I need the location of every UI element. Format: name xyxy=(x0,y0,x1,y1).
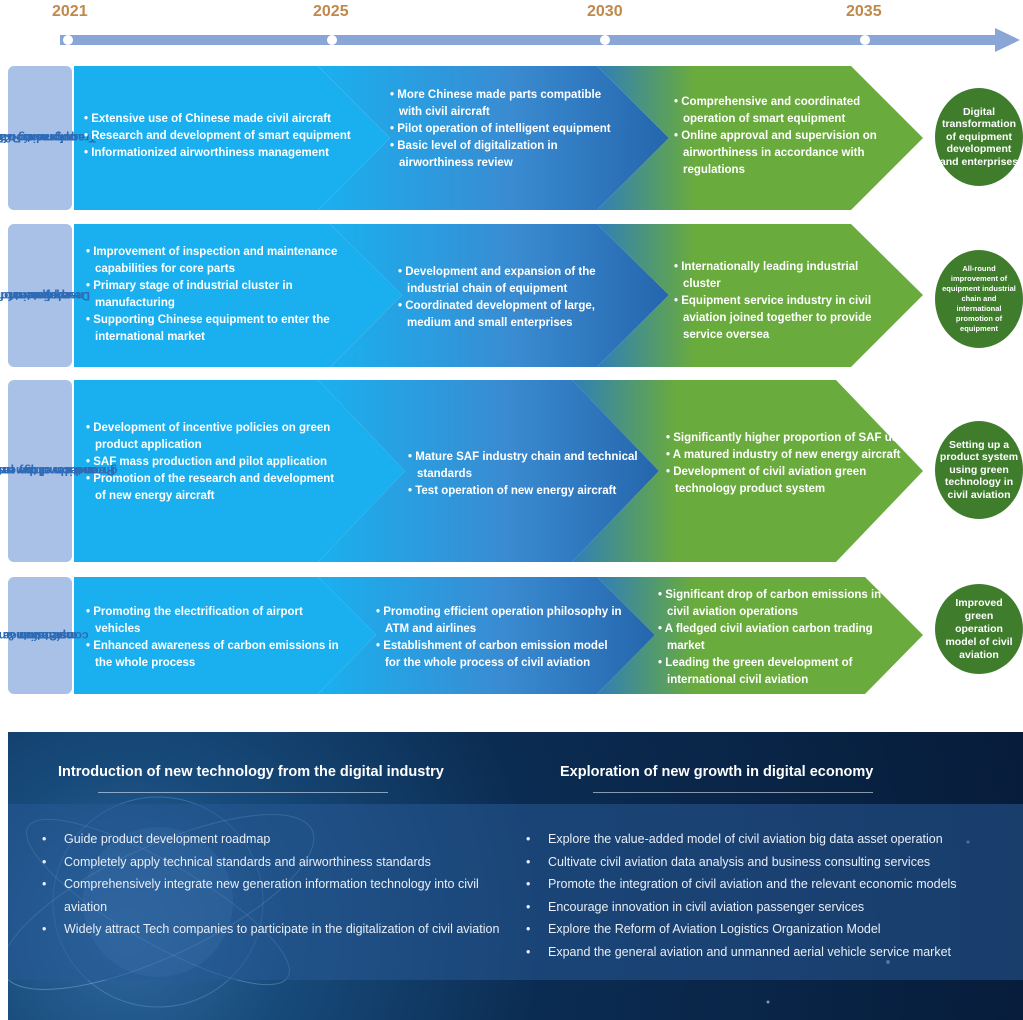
list-item: Encourage innovation in civil aviation p… xyxy=(526,896,1021,919)
list-item: Promoting the electrification of airport… xyxy=(86,604,351,638)
list-item: Test operation of new energy aircraft xyxy=(408,483,638,500)
list-item: Mature SAF industry chain and technical … xyxy=(408,449,638,483)
year-label-2030: 2030 xyxy=(587,3,623,20)
right-panel-title: Exploration of new growth in digital eco… xyxy=(560,764,874,780)
list-item: Guide product development roadmap xyxy=(42,828,502,851)
list-item: Improvement of inspection and maintenanc… xyxy=(86,244,341,278)
list-item: Promote the integration of civil aviatio… xyxy=(526,873,1021,896)
list-item: Widely attract Tech companies to partici… xyxy=(42,918,502,941)
goal-circle-equipment-industrial-chain: All-round improvement of equipment indus… xyxy=(935,250,1023,348)
timeline-marker-2030 xyxy=(600,35,610,45)
row-label-equipment-rd: Transformation andupgrading ofequipment … xyxy=(0,66,96,210)
left-panel-list: Guide product development roadmap Comple… xyxy=(42,828,502,941)
list-item: SAF mass production and pilot applicatio… xyxy=(86,454,346,471)
list-item: Establishment of carbon emission model f… xyxy=(376,638,626,672)
list-item: Comprehensive and coordinated operation … xyxy=(674,94,889,128)
list-item: Promoting efficient operation philosophy… xyxy=(376,604,626,638)
list-item: A fledged civil aviation carbon trading … xyxy=(658,621,893,655)
row1-stage2-text: More Chinese made parts compatible with … xyxy=(390,87,620,172)
list-item: Promotion of the research and developmen… xyxy=(86,471,346,505)
left-panel-title: Introduction of new technology from the … xyxy=(58,764,444,780)
list-item: Comprehensively integrate new generation… xyxy=(42,873,502,918)
row1-stage3-text: Comprehensive and coordinated operation … xyxy=(674,94,889,179)
list-item: Pilot operation of intelligent equipment xyxy=(390,121,620,138)
list-item: Research and development of smart equipm… xyxy=(84,128,354,145)
timeline-arrowhead xyxy=(995,28,1020,52)
list-item: Significantly higher proportion of SAF u… xyxy=(666,430,921,447)
goal-circle-green-operation-model: Improved green operation model of civil … xyxy=(935,584,1023,674)
list-item: Development of incentive policies on gre… xyxy=(86,420,346,454)
row3-stage1-text: Development of incentive policies on gre… xyxy=(86,420,346,505)
timeline-marker-2035 xyxy=(860,35,870,45)
list-item: A matured industry of new energy aircraf… xyxy=(666,447,921,464)
list-item: Expand the general aviation and unmanned… xyxy=(526,941,1021,964)
year-label-2021: 2021 xyxy=(52,3,88,20)
goal-circle-digital-transformation: Digital transformation of equipment deve… xyxy=(935,88,1023,186)
list-item: Equipment service industry in civil avia… xyxy=(674,293,879,344)
digital-economy-panel: Introduction of new technology from the … xyxy=(8,732,1023,1020)
list-item: Supporting Chinese equipment to enter th… xyxy=(86,312,341,346)
list-item: Cultivate civil aviation data analysis a… xyxy=(526,851,1021,874)
left-title-divider xyxy=(98,792,388,793)
list-item: Completely apply technical standards and… xyxy=(42,851,502,874)
year-label-2025: 2025 xyxy=(313,3,349,20)
list-item: Development and expansion of the industr… xyxy=(398,264,613,298)
list-item: Leading the green development of interna… xyxy=(658,655,893,689)
list-item: Primary stage of industrial cluster in m… xyxy=(86,278,341,312)
row3-stage3-text: Significantly higher proportion of SAF u… xyxy=(666,430,921,498)
row-label-equipment-application: Development of anew system forequipmenta… xyxy=(0,224,90,367)
list-item: Explore the value-added model of civil a… xyxy=(526,828,1021,851)
row2-stage2-text: Development and expansion of the industr… xyxy=(398,264,613,332)
row4-stage1-text: Promoting the electrification of airport… xyxy=(86,604,351,672)
row4-stage3-text: Significant drop of carbon emissions in … xyxy=(658,587,893,689)
list-item: More Chinese made parts compatible with … xyxy=(390,87,620,121)
list-item: Extensive use of Chinese made civil airc… xyxy=(84,111,354,128)
list-item: Explore the Reform of Aviation Logistics… xyxy=(526,918,1021,941)
right-title-divider xyxy=(593,792,873,793)
goal-circle-green-product-system: Setting up a product system using green … xyxy=(935,421,1023,519)
row3-stage2-text: Mature SAF industry chain and technical … xyxy=(408,449,638,500)
row2-stage3-text: Internationally leading industrial clust… xyxy=(674,259,879,344)
list-item: Internationally leading industrial clust… xyxy=(674,259,879,293)
timeline-bar xyxy=(60,35,1000,45)
list-item: Coordinated development of large, medium… xyxy=(398,298,613,332)
list-item: Development of civil aviation green tech… xyxy=(666,464,921,498)
list-item: Enhanced awareness of carbon emissions i… xyxy=(86,638,351,672)
timeline xyxy=(60,28,1020,52)
row1-stage1-text: Extensive use of Chinese made civil airc… xyxy=(84,111,354,162)
row4-stage2-text: Promoting efficient operation philosophy… xyxy=(376,604,626,672)
timeline-marker-2025 xyxy=(327,35,337,45)
timeline-marker-2021 xyxy=(63,35,73,45)
list-item: Basic level of digitalization in airwort… xyxy=(390,138,620,172)
row2-stage1-text: Improvement of inspection and maintenanc… xyxy=(86,244,341,346)
year-label-2035: 2035 xyxy=(846,3,882,20)
right-panel-list: Explore the value-added model of civil a… xyxy=(526,828,1021,963)
list-item: Online approval and supervision on airwo… xyxy=(674,128,889,179)
list-item: Informationized airworthiness management xyxy=(84,145,354,162)
list-item: Significant drop of carbon emissions in … xyxy=(658,587,893,621)
